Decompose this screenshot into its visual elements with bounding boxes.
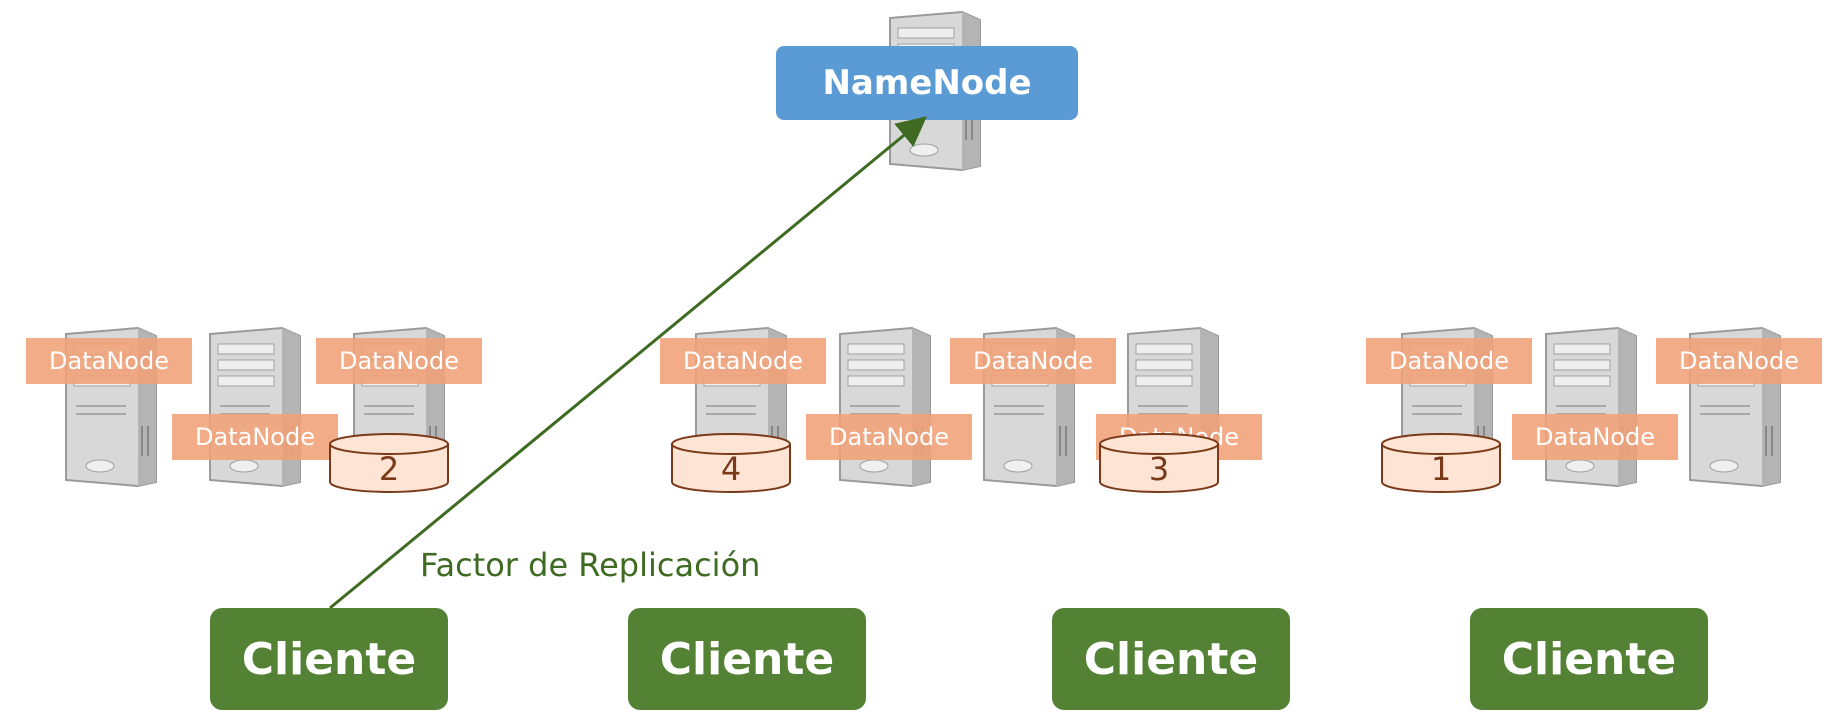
client-box: Cliente — [1052, 608, 1290, 710]
block-number: 4 — [720, 450, 742, 488]
block-number: 2 — [378, 450, 400, 488]
block-disk-4: 4 — [670, 432, 792, 494]
client-box: Cliente — [210, 608, 448, 710]
block-number: 1 — [1430, 450, 1452, 488]
datanode-label: DataNode — [316, 338, 482, 384]
block-number: 3 — [1148, 450, 1170, 488]
block-disk-1: 1 — [1380, 432, 1502, 494]
datanode-label: DataNode — [1656, 338, 1822, 384]
datanode-label: DataNode — [1512, 414, 1678, 460]
datanode-label: DataNode — [1366, 338, 1532, 384]
block-disk-3: 3 — [1098, 432, 1220, 494]
replication-factor-label: Factor de Replicación — [420, 546, 761, 584]
client-box: Cliente — [1470, 608, 1708, 710]
datanode-label: DataNode — [660, 338, 826, 384]
client-box: Cliente — [628, 608, 866, 710]
namenode-box: NameNode — [776, 46, 1078, 120]
datanode-label: DataNode — [172, 414, 338, 460]
block-disk-2: 2 — [328, 432, 450, 494]
datanode-label: DataNode — [26, 338, 192, 384]
datanode-label: DataNode — [806, 414, 972, 460]
datanode-label: DataNode — [950, 338, 1116, 384]
